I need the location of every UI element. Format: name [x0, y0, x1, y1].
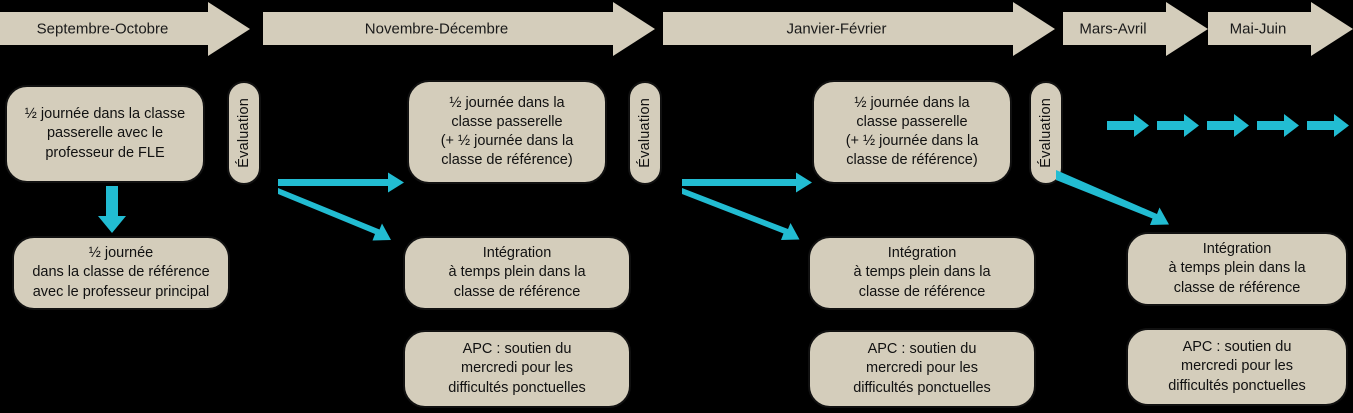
- arrow-down-col1: [92, 186, 132, 234]
- evaluation-label: Évaluation: [236, 98, 252, 168]
- arrow-diagonal-to-col4: [1056, 170, 1176, 230]
- evaluation-pill-3: Évaluation: [1029, 81, 1063, 185]
- node-text: ½ journée dans la classe de référence av…: [32, 245, 210, 300]
- node-apc-col4: APC : soutien du mercredi pour les diffi…: [1126, 328, 1348, 406]
- node-text: APC : soutien du mercredi pour les diffi…: [853, 341, 991, 396]
- node-text: ½ journée dans la classe passerelle (+ ½…: [845, 94, 979, 169]
- timeline-phase-septembre-octobre: Septembre-Octobre: [0, 0, 250, 58]
- node-text: ½ journée dans la classe passerelle (+ ½…: [440, 94, 574, 169]
- node-integration-col2: Intégration à temps plein dans la classe…: [403, 236, 631, 310]
- continuation-arrow-3: [1207, 113, 1249, 139]
- evaluation-label: Évaluation: [637, 98, 653, 168]
- continuation-arrow-1: [1107, 113, 1149, 139]
- node-text: Intégration à temps plein dans la classe…: [1168, 241, 1306, 296]
- node-text: APC : soutien du mercredi pour les diffi…: [448, 341, 586, 396]
- continuation-arrow-4: [1257, 113, 1299, 139]
- node-text: APC : soutien du mercredi pour les diffi…: [1168, 339, 1306, 394]
- timeline-phase-janvier-fevrier: Janvier-Février: [663, 0, 1055, 58]
- node-text: Intégration à temps plein dans la classe…: [448, 245, 586, 300]
- evaluation-pill-1: Évaluation: [227, 81, 261, 185]
- evaluation-pill-2: Évaluation: [628, 81, 662, 185]
- arrow-branch-col2-to-col3: [682, 172, 817, 246]
- continuation-arrow-5: [1307, 113, 1349, 139]
- node-apc-col3: APC : soutien du mercredi pour les diffi…: [808, 330, 1036, 408]
- timeline-phase-mai-juin: Mai-Juin: [1208, 0, 1353, 58]
- node-text: Intégration à temps plein dans la classe…: [853, 245, 991, 300]
- node-integration-col1: ½ journée dans la classe de référence av…: [12, 236, 230, 310]
- timeline-phase-mars-avril: Mars-Avril: [1063, 0, 1208, 58]
- node-integration-col4: Intégration à temps plein dans la classe…: [1126, 232, 1348, 306]
- continuation-arrow-2: [1157, 113, 1199, 139]
- evaluation-label: Évaluation: [1038, 98, 1054, 168]
- arrow-branch-col1-to-col2: [278, 172, 408, 246]
- node-passerelle-fle: ½ journée dans la classe passerelle avec…: [5, 85, 205, 183]
- node-integration-col3: Intégration à temps plein dans la classe…: [808, 236, 1036, 310]
- timeline-phase-novembre-decembre: Novembre-Décembre: [263, 0, 655, 58]
- node-passerelle-col3: ½ journée dans la classe passerelle (+ ½…: [812, 80, 1012, 184]
- node-apc-col2: APC : soutien du mercredi pour les diffi…: [403, 330, 631, 408]
- node-passerelle-col2: ½ journée dans la classe passerelle (+ ½…: [407, 80, 607, 184]
